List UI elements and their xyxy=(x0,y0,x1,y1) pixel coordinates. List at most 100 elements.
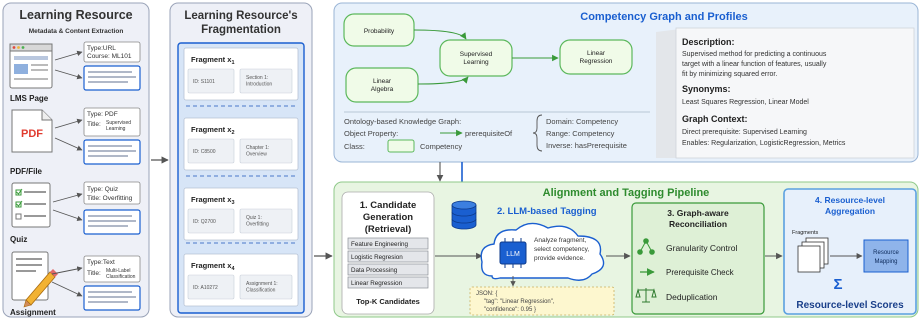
web-page-icon xyxy=(9,43,53,89)
resource-mapping-box xyxy=(863,239,909,273)
competency-graph-panel: Competency Graph and Profiles Probabilit… xyxy=(333,2,919,163)
graph-context-line: Direct prerequisite: Supervised Learning xyxy=(682,129,807,136)
synonyms-value: Least Squares Regression, Linear Model xyxy=(682,99,809,106)
profile-card-fold xyxy=(656,29,680,158)
json-output-box xyxy=(469,286,615,316)
pdf-meta-card xyxy=(83,107,141,137)
node-probability-label: Probability xyxy=(364,28,395,35)
graph-context-line: Enables: Regularization, LogisticRegress… xyxy=(682,140,846,147)
quiz-checklist-icon xyxy=(11,182,51,228)
quiz-meta-type: Type: Quiz xyxy=(87,186,118,193)
candidate-title-line: 1. Candidate xyxy=(360,200,417,211)
edge-linear-algebra-supervised xyxy=(417,76,469,85)
fragment-section: Chapter 1: xyxy=(246,145,269,151)
llm-bubble-line: select competency, xyxy=(534,246,589,253)
sigma-icon: Σ xyxy=(833,276,842,293)
quiz-meta-title: Title: Overfitting xyxy=(87,195,133,202)
quiz-arrow-text xyxy=(52,209,83,221)
fragmentation-panel: Learning Resource's Fragmentation Fragme… xyxy=(169,2,313,318)
hierarchy-icon xyxy=(637,238,655,255)
resource-mapping-line: Resource xyxy=(873,250,899,256)
node-linear-regression-label-1: Linear xyxy=(587,50,606,57)
alignment-pipeline-panel: Alignment and Tagging Pipeline 1. Candid… xyxy=(333,181,919,318)
synonyms-heading: Synonyms: xyxy=(682,84,731,94)
pdf-meta-type: Type: PDF xyxy=(87,111,118,118)
pdf-file-icon: PDF xyxy=(11,109,53,153)
learning-resource-title: Learning Resource xyxy=(19,8,132,22)
llm-chip-label: LLM xyxy=(506,251,520,258)
lms-arrow-meta xyxy=(54,50,83,61)
learning-resource-subtitle: Metadata & Content Extraction xyxy=(29,28,124,35)
node-linear-algebra-label-1: Linear xyxy=(373,78,392,85)
node-supervised-label-2: Learning xyxy=(463,59,489,66)
pdf-file-caption: PDF/File xyxy=(10,167,43,176)
lms-text-card xyxy=(83,65,141,91)
candidate-item: Logistic Regresion xyxy=(347,250,429,263)
assignment-arrow-meta xyxy=(51,266,83,275)
reconciliation-title-line: Reconciliation xyxy=(669,219,727,229)
prerequisite-check-label: Prerequisite Check xyxy=(666,268,735,277)
fragment-id: ID: Q2700 xyxy=(193,219,216,225)
pdf-icon-label: PDF xyxy=(21,128,43,140)
assignment-meta-card xyxy=(83,255,141,283)
llm-chip-pins xyxy=(504,238,522,268)
candidate-label: Feature Engineering xyxy=(351,241,409,248)
json-output-line: "tag": "Linear Regression", xyxy=(484,299,555,305)
json-output-line: "confidence": 0.95 } xyxy=(484,307,536,313)
class-value: Competency xyxy=(420,142,462,151)
ontology-inverse: Inverse: hasPrerequisite xyxy=(546,141,627,150)
lms-meta-type: Type:URL xyxy=(87,45,116,52)
node-linear-algebra xyxy=(345,67,419,103)
fragment-id: ID: C8500 xyxy=(193,149,216,155)
candidate-title-line: (Retrieval) xyxy=(365,224,411,235)
fragment-section: Introduction xyxy=(246,82,272,88)
fragment-label: Fragment x4 xyxy=(191,261,235,272)
assignment-meta-type: Type:Text xyxy=(87,259,115,266)
pipeline-title: Alignment and Tagging Pipeline xyxy=(543,187,710,199)
json-output-line: JSON: { xyxy=(476,291,497,297)
assignment-item: Type:Text Title: Multi-Label Classificat… xyxy=(10,251,141,317)
assignment-meta-title-line2: Classification xyxy=(106,274,136,280)
reconciliation-title-line: 3. Graph-aware xyxy=(667,208,729,218)
assignment-caption: Assignment xyxy=(10,308,56,317)
quiz-arrow-meta xyxy=(52,192,83,203)
lms-arrow-text xyxy=(54,69,83,80)
fragment-id: ID: A10272 xyxy=(193,285,218,291)
fragment-label: Fragment x3 xyxy=(191,195,235,206)
fragment-id: ID: S1101 xyxy=(193,79,215,85)
llm-bubble-line: provide evidence. xyxy=(534,255,585,262)
granularity-control-label: Granularity Control xyxy=(666,243,737,253)
assignment-pencil-icon xyxy=(11,251,58,308)
pdf-meta-title-line2: Learning xyxy=(106,126,126,132)
fragment-section: Section 1: xyxy=(246,75,268,81)
assignment-arrow-text xyxy=(51,281,83,297)
quiz-meta-card xyxy=(83,181,141,205)
edge-probability-supervised xyxy=(413,29,467,40)
top-k-candidates-label: Top-K Candidates xyxy=(356,297,420,306)
aggregation-title-line: Aggregation xyxy=(825,206,875,216)
fragment-label: Fragment x2 xyxy=(191,125,235,136)
assignment-meta-title: Title: xyxy=(87,270,101,277)
fragment-section: Assignment 1: xyxy=(246,281,278,287)
candidate-label: Linear Regression xyxy=(351,280,403,287)
object-property-value: prerequisiteOf xyxy=(465,129,513,138)
deduplication-label: Deduplication xyxy=(666,292,718,302)
pdf-arrow-text xyxy=(54,137,83,151)
fragment-label: Fragment x1 xyxy=(191,55,235,66)
llm-cloud xyxy=(480,222,605,281)
aggregation-title-line: 4. Resource-level xyxy=(815,195,885,205)
candidate-label: Logistic Regresion xyxy=(351,254,403,261)
description-heading: Description: xyxy=(682,37,735,47)
lms-meta-course: Course: ML101 xyxy=(87,53,132,60)
assignment-meta-title-line1: Multi-Label xyxy=(106,268,130,274)
fragment-stack-icon xyxy=(797,237,829,273)
object-property-label: Object Property: xyxy=(344,129,398,138)
node-supervised-label-1: Supervised xyxy=(460,51,493,58)
candidate-item: Feature Engineering xyxy=(347,237,429,250)
fragment-section: Quiz 1: xyxy=(246,215,262,221)
llm-tagging-title: 2. LLM-based Tagging xyxy=(497,206,597,217)
